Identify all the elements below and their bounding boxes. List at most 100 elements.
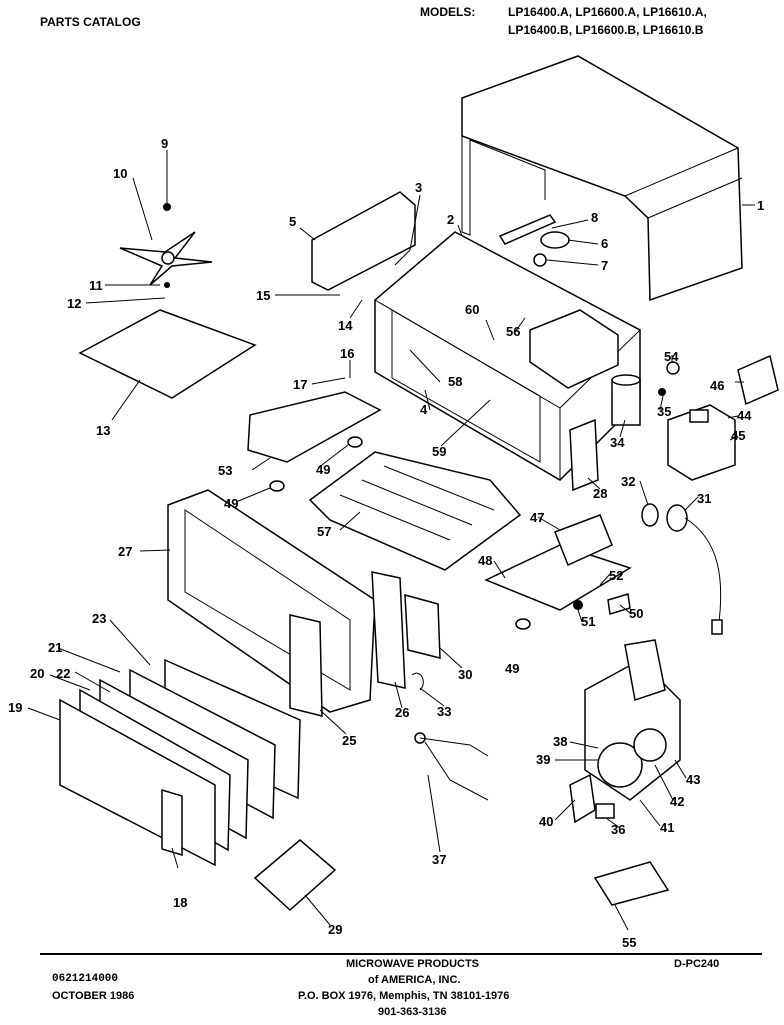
fan-motor-base — [484, 514, 632, 611]
latch-spring — [411, 672, 424, 691]
stirrer-fan — [119, 231, 213, 286]
callout-41: 41 — [660, 820, 674, 835]
callout-44: 44 — [737, 408, 752, 423]
callout-59: 59 — [432, 444, 446, 459]
callout-36: 36 — [611, 822, 625, 837]
callout-6: 6 — [601, 236, 608, 251]
callout-50: 50 — [629, 606, 643, 621]
callout-42: 42 — [670, 794, 684, 809]
callout-46: 46 — [710, 378, 724, 393]
company-phone: 901-363-3136 — [378, 1006, 447, 1018]
callout-49a: 49 — [316, 462, 330, 477]
lamp-part — [540, 231, 570, 249]
blower-assembly — [569, 639, 681, 824]
callout-60: 60 — [465, 302, 479, 317]
door-frame — [167, 489, 376, 713]
fan-nut — [163, 203, 171, 211]
callout-57: 57 — [317, 524, 331, 539]
callout-13: 13 — [96, 423, 110, 438]
callout-20: 20 — [30, 666, 44, 681]
callout-58: 58 — [448, 374, 462, 389]
callout-48: 48 — [478, 553, 492, 568]
callout-21: 21 — [48, 640, 62, 655]
page-code: D-PC240 — [674, 958, 720, 970]
company-name-line-2: of AMERICA, INC. — [368, 974, 461, 986]
oven-cavity-chassis — [374, 231, 641, 481]
power-cord — [641, 503, 723, 635]
callout-2: 2 — [447, 212, 454, 227]
air-duct — [737, 354, 779, 406]
callout-26: 26 — [395, 705, 409, 720]
thermal-cutout — [595, 803, 615, 819]
callout-18: 18 — [173, 895, 187, 910]
callout-14: 14 — [338, 318, 353, 333]
callout-5: 5 — [289, 214, 296, 229]
callout-17: 17 — [293, 377, 307, 392]
company-name-line-1: MICROWAVE PRODUCTS — [346, 958, 480, 970]
callout-1: 1 — [757, 198, 764, 213]
wire-part — [394, 249, 411, 266]
callout-47: 47 — [530, 510, 544, 525]
bracket-part — [498, 214, 557, 245]
callout-53: 53 — [218, 463, 232, 478]
callout-27: 27 — [118, 544, 132, 559]
callout-52: 52 — [609, 568, 623, 583]
callout-51: 51 — [581, 614, 595, 629]
callout-49c: 49 — [505, 661, 519, 676]
callout-11: 11 — [89, 278, 103, 293]
callout-43: 43 — [686, 772, 700, 787]
callout-38: 38 — [553, 734, 567, 749]
callout-33: 33 — [437, 704, 451, 719]
callout-28: 28 — [593, 486, 607, 501]
callout-34: 34 — [610, 435, 625, 450]
models-line-1: LP16400.A, LP16600.A, LP16610.A, — [508, 5, 707, 19]
callout-32: 32 — [621, 474, 635, 489]
callout-23: 23 — [92, 611, 106, 626]
outer-cabinet — [461, 55, 743, 302]
door-handle — [161, 788, 183, 857]
callout-37: 37 — [432, 852, 446, 867]
callout-8: 8 — [591, 210, 598, 225]
control-bracket — [311, 191, 416, 291]
exploded-parts-diagram: 1 2 3 4 5 6 7 8 9 10 11 12 13 14 15 16 1… — [8, 55, 779, 950]
callout-3: 3 — [415, 180, 422, 195]
glass-tray — [308, 451, 522, 571]
leader-lines — [27, 150, 755, 931]
callout-29: 29 — [328, 922, 342, 937]
waveguide-cover — [247, 391, 382, 463]
noise-filter — [593, 861, 670, 906]
document-number: 0621214000 — [52, 973, 119, 985]
callout-4: 4 — [420, 402, 428, 417]
callout-35: 35 — [657, 404, 671, 419]
callout-54: 54 — [664, 349, 679, 364]
catalog-title: PARTS CATALOG — [40, 15, 141, 29]
fan-shaft — [164, 282, 170, 288]
callout-22: 22 — [56, 666, 70, 681]
lamp-socket-part — [533, 253, 547, 267]
callout-39: 39 — [536, 752, 550, 767]
capacitor-clip — [658, 388, 666, 396]
callout-40: 40 — [539, 814, 553, 829]
callout-7: 7 — [601, 258, 608, 273]
callout-15: 15 — [256, 288, 270, 303]
switch-screw — [573, 600, 583, 610]
switch-plate — [404, 594, 441, 659]
sensor-cable — [414, 732, 489, 801]
diode-part — [666, 361, 680, 375]
latch-bracket — [371, 571, 406, 689]
callout-12: 12 — [67, 296, 81, 311]
callout-49b: 49 — [224, 496, 238, 511]
callout-31: 31 — [697, 491, 711, 506]
models-label: MODELS: — [420, 5, 476, 19]
callout-56: 56 — [506, 324, 520, 339]
cover-plate — [78, 309, 257, 399]
callout-25: 25 — [342, 733, 356, 748]
models-line-2: LP16400.B, LP16600.B, LP16610.B — [508, 23, 704, 37]
cabinet-feet — [269, 436, 531, 630]
high-voltage-transformer — [529, 309, 619, 389]
callout-16: 16 — [340, 346, 354, 361]
company-address: P.O. BOX 1976, Memphis, TN 38101-1976 — [298, 990, 510, 1002]
callout-10: 10 — [113, 166, 127, 181]
callout-numbers: 1 2 3 4 5 6 7 8 9 10 11 12 13 14 15 16 1… — [8, 136, 764, 950]
callout-19: 19 — [8, 700, 22, 715]
